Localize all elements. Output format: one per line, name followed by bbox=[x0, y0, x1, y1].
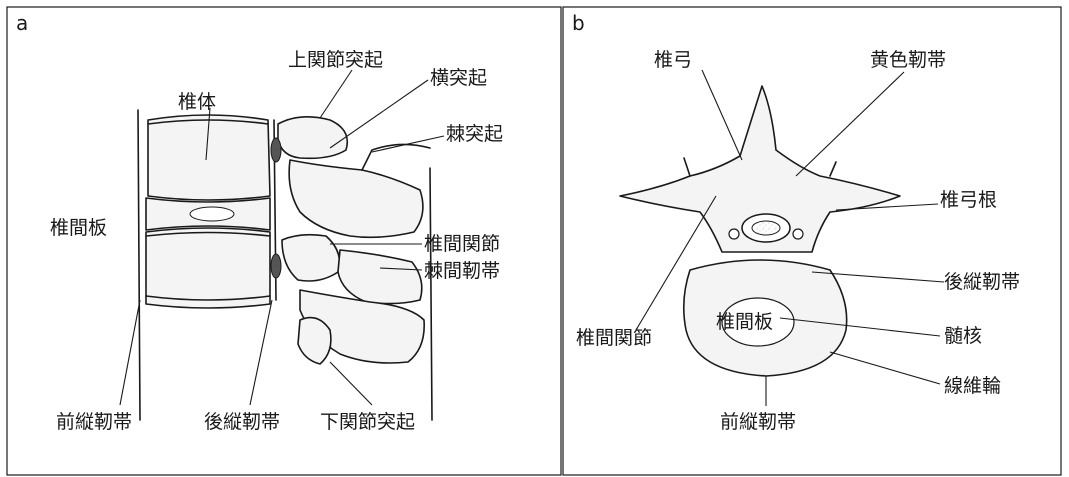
label-annulus-fibrosus: 線維輪 bbox=[944, 375, 1001, 397]
label-facet-joint-a: 椎間関節 bbox=[424, 233, 500, 255]
panel-b: b 椎弓 黄色靭帯 椎弓根 後縦靭帯 bbox=[563, 7, 1061, 475]
label-ligamentum-flavum: 黄色靭帯 bbox=[870, 49, 946, 71]
label-vertebral-body: 椎体 bbox=[178, 91, 216, 113]
label-pedicle: 椎弓根 bbox=[940, 189, 997, 211]
label-intervertebral-disc-a: 椎間板 bbox=[50, 217, 107, 239]
label-anterior-longitudinal-ligament-b: 前縦靭帯 bbox=[720, 411, 796, 433]
label-posterior-longitudinal-ligament-a: 後縦靭帯 bbox=[204, 411, 280, 433]
label-nucleus-pulposus: 髄核 bbox=[944, 325, 982, 347]
anterior-ligament-line bbox=[138, 110, 140, 420]
panel-a-letter: a bbox=[16, 11, 28, 35]
intervertebral-disc-side bbox=[146, 198, 270, 230]
label-spinous-process: 棘突起 bbox=[446, 123, 503, 145]
label-inferior-articular-process: 下関節突起 bbox=[320, 411, 415, 433]
label-interspinous-ligament: 棘間靭帯 bbox=[424, 260, 500, 282]
panel-a: a bbox=[7, 7, 561, 475]
label-anterior-longitudinal-ligament-a: 前縦靭帯 bbox=[56, 411, 132, 433]
label-vertebral-arch: 椎弓 bbox=[654, 49, 692, 71]
label-posterior-longitudinal-ligament-b: 後縦靭帯 bbox=[944, 271, 1020, 293]
label-superior-articular-process: 上関節突起 bbox=[288, 49, 383, 71]
panel-b-letter: b bbox=[572, 11, 585, 35]
label-intervertebral-disc-b: 椎間板 bbox=[716, 311, 773, 333]
posterior-elements-illustration bbox=[271, 117, 432, 420]
label-facet-joint-b: 椎間関節 bbox=[576, 327, 652, 349]
label-transverse-process: 横突起 bbox=[430, 67, 487, 89]
